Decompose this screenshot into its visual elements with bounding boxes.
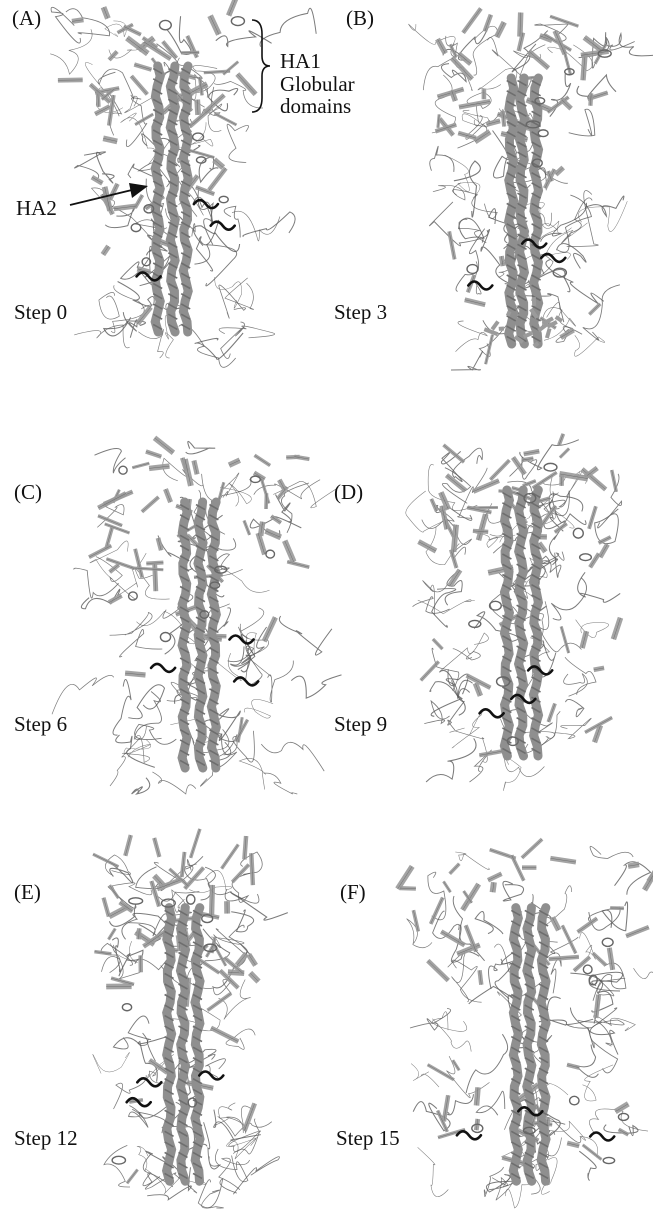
panel-label-f: (F) [340,882,366,903]
panel-label-d: (D) [334,482,363,503]
panel-label-a: (A) [12,8,41,29]
step-label-c: Step 6 [14,714,67,735]
step-label-e: Step 12 [14,1128,78,1149]
protein-structure-b [424,22,624,372]
panel-e: (E) Step 12 [0,810,326,1210]
step-label-b: Step 3 [334,302,387,323]
step-label-a: Step 0 [14,302,67,323]
step-label-d: Step 9 [334,714,387,735]
panel-f: (F) Step 15 [326,810,653,1210]
protein-structure-f [418,850,643,1210]
protein-structure-d [422,434,622,784]
panel-d: (D) Step 9 [326,410,653,810]
protein-structure-a [72,10,272,360]
ha2-label: HA2 [16,197,57,220]
panel-label-b: (B) [346,8,374,29]
protein-structure-c [94,446,304,796]
panel-b: (B) Step 3 [326,0,653,400]
panel-label-c: (C) [14,482,42,503]
panel-label-e: (E) [14,882,41,903]
protein-structure-e [84,850,284,1210]
panel-c: (C) Step 6 [0,410,326,810]
step-label-f: Step 15 [336,1128,400,1149]
